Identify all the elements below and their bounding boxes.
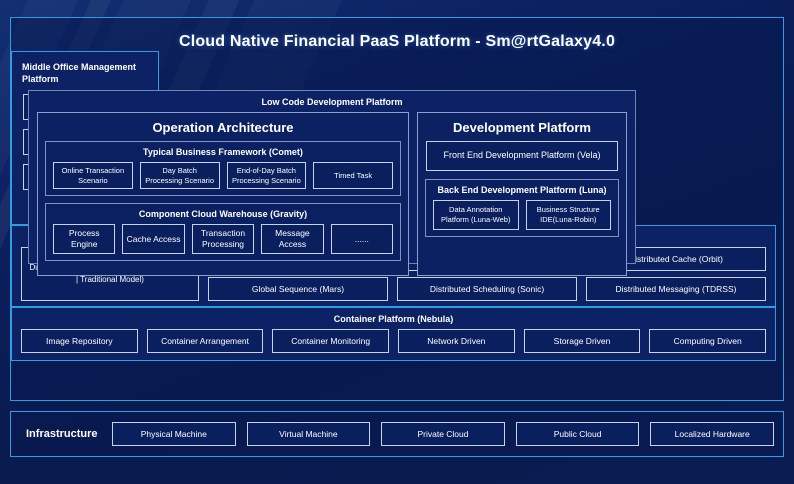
- infrastructure-item[interactable]: Localized Hardware: [650, 422, 774, 446]
- operation-architecture-box: Operation Architecture Typical Business …: [37, 112, 409, 276]
- infrastructure-item[interactable]: Virtual Machine: [246, 422, 371, 446]
- distributed-item[interactable]: Distributed Scheduling (Sonic): [397, 277, 577, 301]
- low-code-development-platform-panel: Low Code Development Platform Operation …: [28, 90, 636, 276]
- main-panel: Cloud Native Financial PaaS Platform - S…: [10, 17, 784, 401]
- development-platform-box: Development Platform Front End Developme…: [417, 112, 627, 276]
- front-end-platform-row: Front End Development Platform (Vela): [418, 141, 626, 171]
- distributed-item[interactable]: Distributed Messaging (TDRSS): [586, 277, 766, 301]
- container-item[interactable]: Storage Driven: [523, 329, 641, 353]
- framework-item[interactable]: End-of-Day Batch Processing Scenario: [226, 162, 307, 190]
- warehouse-item[interactable]: Message Access: [261, 224, 324, 254]
- container-platform-panel: Container Platform (Nebula) Image Reposi…: [11, 307, 776, 361]
- container-item[interactable]: Container Monitoring: [272, 329, 390, 353]
- container-platform-items: Image Repository Container Arrangement C…: [12, 329, 775, 353]
- component-cloud-warehouse-title: Component Cloud Warehouse (Gravity): [138, 209, 308, 220]
- back-end-platform-items: Data Annotation Platform (Luna-Web) Busi…: [426, 200, 618, 230]
- typical-business-framework-group: Typical Business Framework (Comet) Onlin…: [45, 141, 401, 197]
- page-title: Cloud Native Financial PaaS Platform - S…: [178, 33, 616, 50]
- warehouse-item-more[interactable]: ......: [330, 224, 394, 254]
- infrastructure-panel: Infrastructure Physical Machine Virtual …: [10, 411, 784, 457]
- development-platform-title: Development Platform: [453, 120, 591, 135]
- typical-business-framework-items: Online Transaction Scenario Day Batch Pr…: [46, 162, 400, 190]
- infrastructure-label: Infrastructure: [26, 428, 98, 440]
- infrastructure-item[interactable]: Public Cloud: [515, 422, 640, 446]
- framework-item[interactable]: Online Transaction Scenario: [53, 162, 133, 190]
- middle-office-title: Middle Office Management Platform: [22, 62, 137, 85]
- framework-item[interactable]: Timed Task: [313, 162, 393, 190]
- container-item[interactable]: Image Repository: [21, 329, 138, 353]
- back-end-item[interactable]: Business Structure IDE(Luna-Robin): [525, 200, 611, 230]
- back-end-platform-group: Back End Development Platform (Luna) Dat…: [425, 179, 619, 237]
- warehouse-item[interactable]: Transaction Processing: [191, 224, 255, 254]
- container-item[interactable]: Computing Driven: [649, 329, 767, 353]
- infrastructure-item[interactable]: Private Cloud: [381, 422, 505, 446]
- back-end-item[interactable]: Data Annotation Platform (Luna-Web): [433, 200, 519, 230]
- warehouse-item[interactable]: Process Engine: [53, 224, 116, 254]
- distributed-item[interactable]: Global Sequence (Mars): [208, 277, 388, 301]
- operation-architecture-title: Operation Architecture: [152, 120, 294, 135]
- component-cloud-warehouse-group: Component Cloud Warehouse (Gravity) Proc…: [45, 203, 401, 261]
- framework-item[interactable]: Day Batch Processing Scenario: [139, 162, 220, 190]
- low-code-platform-title: Low Code Development Platform: [261, 97, 403, 107]
- front-end-development-platform[interactable]: Front End Development Platform (Vela): [426, 141, 618, 171]
- container-item[interactable]: Network Driven: [398, 329, 515, 353]
- container-platform-title: Container Platform (Nebula): [333, 314, 454, 324]
- infrastructure-item[interactable]: Physical Machine: [112, 422, 236, 446]
- container-item[interactable]: Container Arrangement: [146, 329, 264, 353]
- component-cloud-warehouse-items: Process Engine Cache Access Transaction …: [46, 224, 400, 254]
- back-end-platform-title: Back End Development Platform (Luna): [437, 185, 607, 195]
- infrastructure-items: Physical Machine Virtual Machine Private…: [112, 422, 774, 446]
- typical-business-framework-title: Typical Business Framework (Comet): [143, 147, 303, 157]
- warehouse-item[interactable]: Cache Access: [122, 224, 185, 254]
